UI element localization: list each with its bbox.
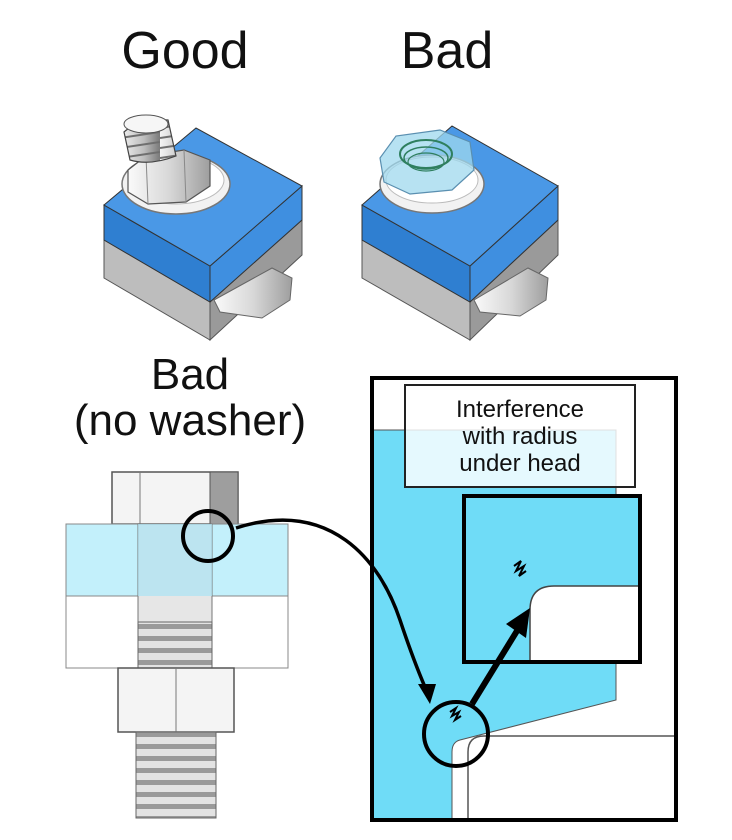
bolt-threaded-section <box>137 621 213 669</box>
zoom-detail-box <box>462 494 642 664</box>
callout-line-1: Interference <box>455 395 585 423</box>
connector-curve-arrow <box>235 518 430 695</box>
zoom-bolt-region <box>529 585 640 662</box>
section-assembly <box>65 471 289 819</box>
good-assembly <box>103 114 303 342</box>
bad-assembly <box>361 125 559 342</box>
zoom-arrow-line <box>469 624 523 706</box>
label-no-washer-line: (no washer) <box>73 396 307 446</box>
label-good: Good <box>121 22 249 80</box>
bad-nut-bore <box>399 139 453 169</box>
callout-line-2: with radius <box>462 422 578 450</box>
inset-interference-squiggle <box>449 705 462 723</box>
zoom-arrowhead <box>506 608 530 638</box>
label-bad-line: Bad <box>150 350 230 399</box>
zoom-interference-squiggle <box>513 560 527 577</box>
interference-marker <box>181 509 235 563</box>
interference-callout: Interference with radius under head <box>404 384 636 488</box>
callout-line-3: under head <box>459 449 581 477</box>
inset-bolt-region <box>467 735 676 820</box>
connector-arrowhead <box>418 684 436 704</box>
good-bottom-nut <box>213 267 293 319</box>
bolt-protruding-threads <box>135 731 217 819</box>
label-bad-no-washer: Bad (no washer) <box>40 350 340 446</box>
label-bad: Bad <box>400 22 494 80</box>
inset-small-circle <box>422 700 490 768</box>
bad-bottom-nut <box>473 267 549 317</box>
